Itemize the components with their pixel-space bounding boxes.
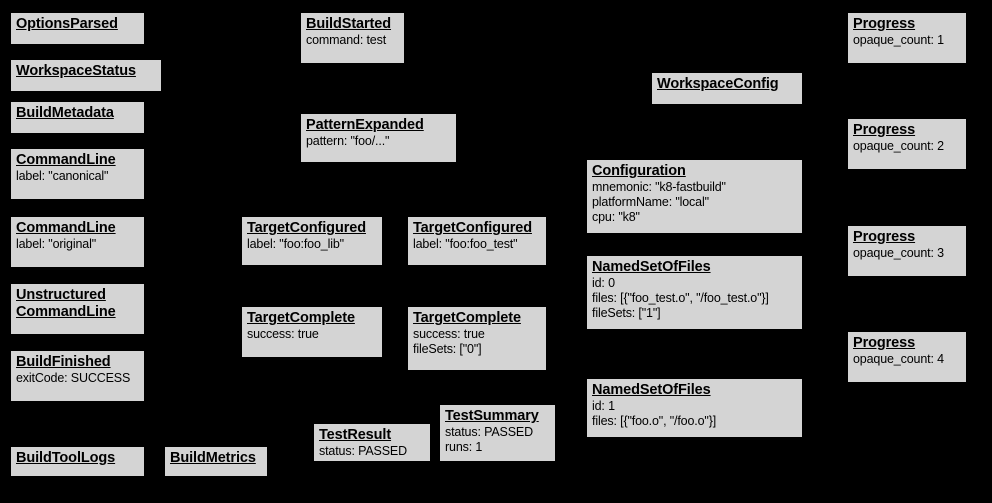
node-fields: pattern: "foo/..."	[306, 134, 451, 149]
node-unstructured-command-line[interactable]: Unstructured CommandLine	[10, 283, 145, 335]
node-workspace-config[interactable]: WorkspaceConfig	[651, 72, 803, 105]
node-title: Progress	[853, 122, 916, 138]
node-build-tool-logs[interactable]: BuildToolLogs	[10, 446, 145, 477]
node-fields: success: true	[247, 327, 377, 342]
node-fields: label: "canonical"	[16, 169, 139, 184]
node-field: command: test	[306, 33, 387, 47]
node-build-metrics[interactable]: BuildMetrics	[164, 446, 268, 477]
node-title: TargetConfigured	[413, 220, 532, 236]
node-title: CommandLine	[16, 220, 116, 236]
node-field: files: [{"foo.o", "/foo.o"}]	[592, 414, 717, 428]
node-field: success: true	[247, 327, 319, 341]
node-title: Progress	[853, 229, 916, 245]
node-field: id: 1	[592, 399, 615, 413]
node-fields: label: "foo:foo_test"	[413, 237, 541, 252]
node-options-parsed[interactable]: OptionsParsed	[10, 12, 145, 45]
node-field: platformName: "local"	[592, 195, 709, 209]
node-field: opaque_count: 2	[853, 139, 944, 153]
node-title: PatternExpanded	[306, 117, 424, 133]
node-field: files: [{"foo_test.o", "/foo_test.o"}]	[592, 291, 769, 305]
node-build-metadata[interactable]: BuildMetadata	[10, 101, 145, 134]
node-title: BuildFinished	[16, 354, 111, 370]
node-field: mnemonic: "k8-fastbuild"	[592, 180, 726, 194]
node-title: BuildToolLogs	[16, 450, 116, 466]
node-title: Progress	[853, 16, 916, 32]
node-fields: opaque_count: 2	[853, 139, 961, 154]
node-fields: label: "original"	[16, 237, 139, 252]
node-title: OptionsParsed	[16, 16, 118, 32]
node-title: TargetComplete	[413, 310, 521, 326]
node-title: BuildStarted	[306, 16, 392, 32]
node-field: status: PASSED	[319, 444, 407, 458]
node-field: exitCode: SUCCESS	[16, 371, 131, 385]
node-field: label: "foo:foo_test"	[413, 237, 518, 251]
node-fields: exitCode: SUCCESS	[16, 371, 139, 386]
node-title: BuildMetadata	[16, 105, 114, 121]
node-fields: opaque_count: 4	[853, 352, 961, 367]
node-field: opaque_count: 4	[853, 352, 944, 366]
node-title: Unstructured CommandLine	[16, 287, 116, 320]
node-field: fileSets: ["1"]	[592, 306, 661, 320]
node-title: BuildMetrics	[170, 450, 256, 466]
node-field: pattern: "foo/..."	[306, 134, 390, 148]
node-title: CommandLine	[16, 152, 116, 168]
node-title: Progress	[853, 335, 916, 351]
node-title: NamedSetOfFiles	[592, 382, 711, 398]
node-title: WorkspaceStatus	[16, 63, 136, 79]
node-field: opaque_count: 1	[853, 33, 944, 47]
node-field: runs: 1	[445, 440, 483, 454]
node-title: Configuration	[592, 163, 686, 179]
node-title: TestSummary	[445, 408, 539, 424]
node-field: fileSets: ["0"]	[413, 342, 482, 356]
node-workspace-status[interactable]: WorkspaceStatus	[10, 59, 162, 92]
node-field: label: "canonical"	[16, 169, 109, 183]
node-field: label: "foo:foo_lib"	[247, 237, 344, 251]
node-field: opaque_count: 3	[853, 246, 944, 260]
node-title: NamedSetOfFiles	[592, 259, 711, 275]
node-field: success: true	[413, 327, 485, 341]
node-title: TargetConfigured	[247, 220, 366, 236]
node-fields: opaque_count: 1	[853, 33, 961, 48]
node-fields: label: "foo:foo_lib"	[247, 237, 377, 252]
node-field: status: PASSED	[445, 425, 533, 439]
node-fields: status: PASSED	[319, 444, 425, 459]
node-title: TargetComplete	[247, 310, 355, 326]
node-field: id: 0	[592, 276, 615, 290]
node-title: WorkspaceConfig	[657, 76, 779, 92]
node-fields: command: test	[306, 33, 399, 48]
node-fields: mnemonic: "k8-fastbuild"platformName: "l…	[592, 180, 797, 225]
node-field: cpu: "k8"	[592, 210, 640, 224]
node-fields: opaque_count: 3	[853, 246, 961, 261]
node-title: TestResult	[319, 427, 392, 443]
node-field: label: "original"	[16, 237, 96, 251]
